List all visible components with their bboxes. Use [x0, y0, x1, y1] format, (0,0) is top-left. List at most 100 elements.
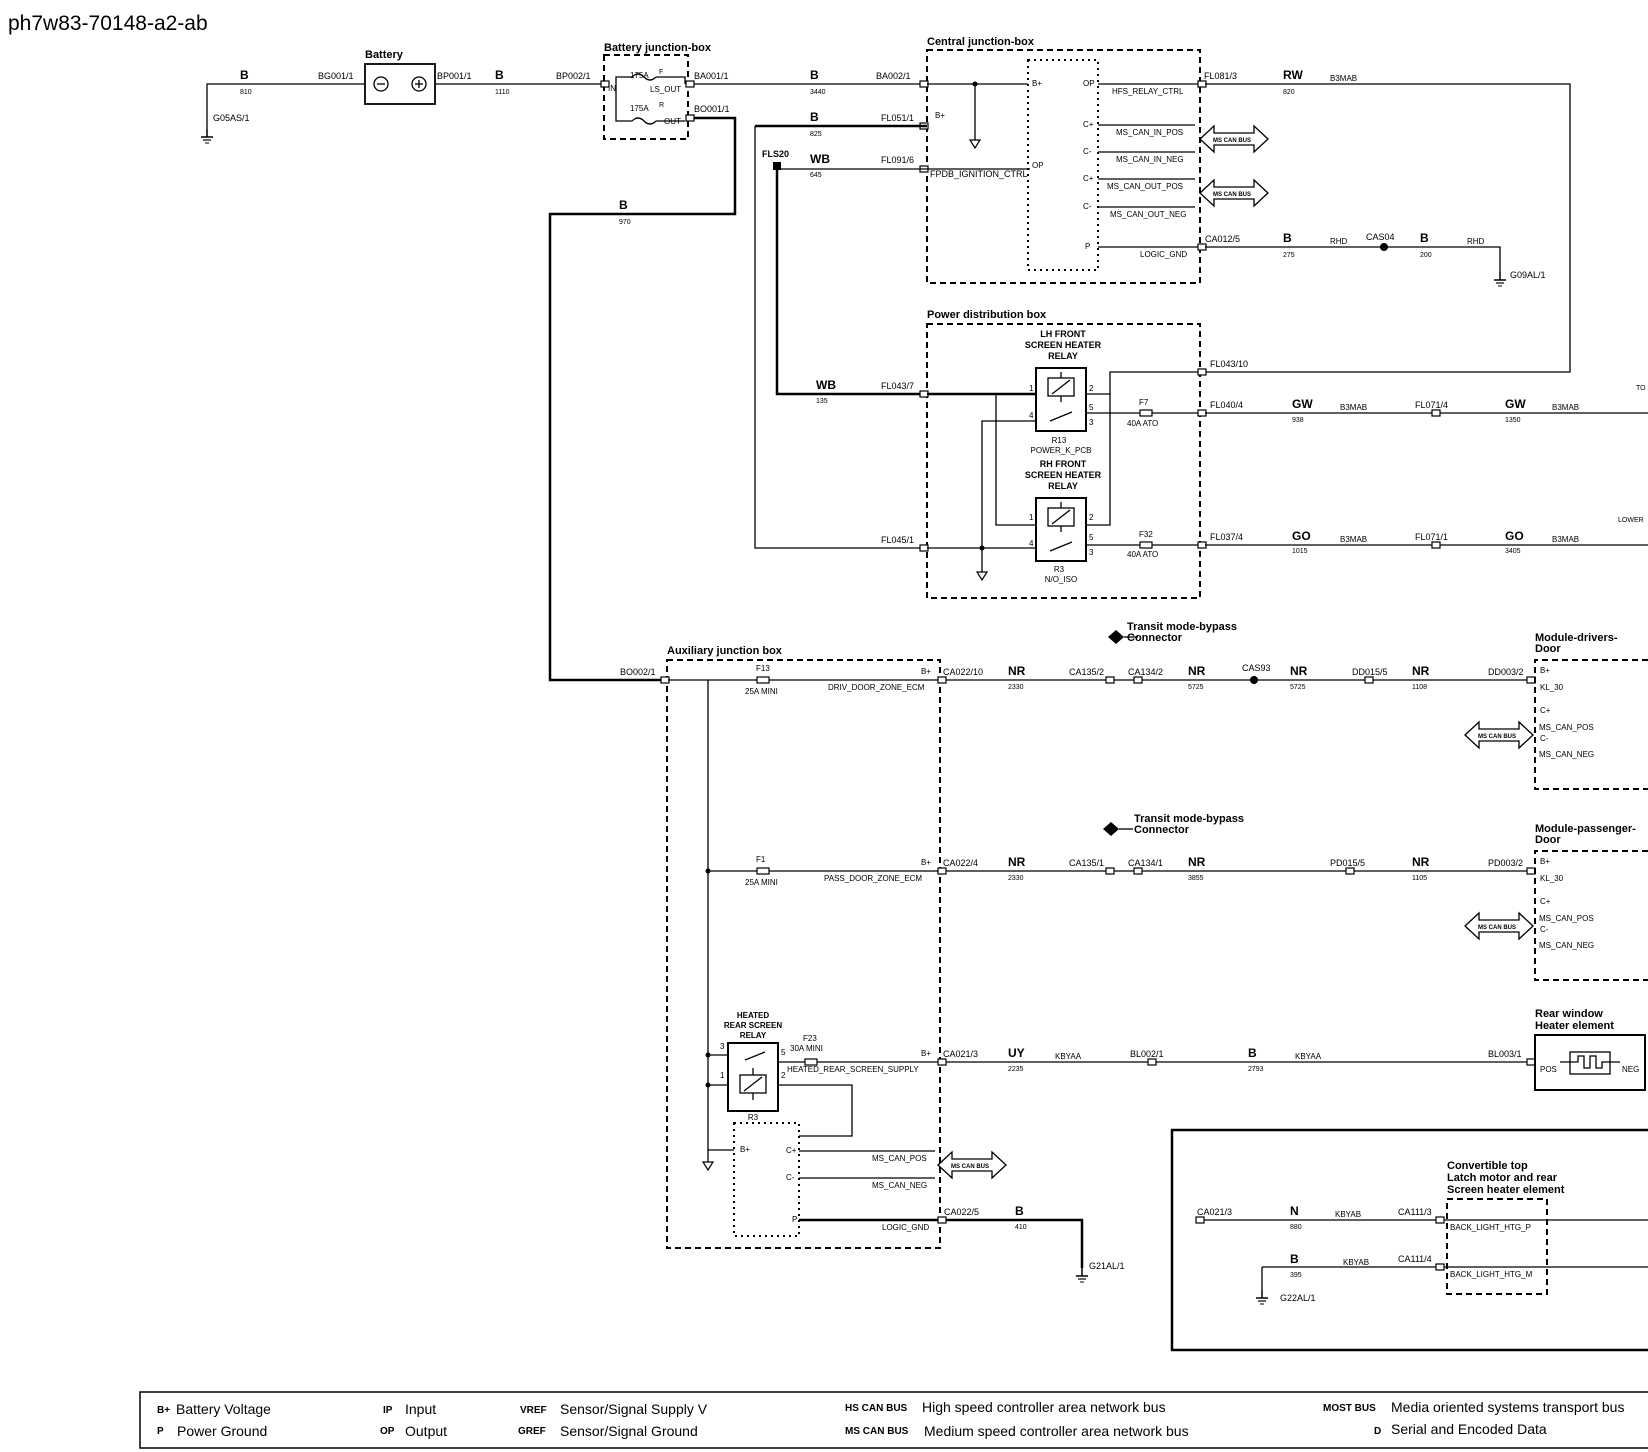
wire-color: NR — [1008, 664, 1026, 678]
svg-text:Connector: Connector — [1127, 632, 1183, 644]
battery-junction-box: Battery junction-box BP002/1 IN 175A F L… — [548, 42, 737, 682]
driver-door-module: Module-drivers- Door B+ KL_30 C+ MS_CAN_… — [1464, 632, 1648, 790]
svg-text:B3MAB: B3MAB — [1552, 403, 1579, 412]
svg-text:B+: B+ — [921, 667, 931, 676]
svg-text:B+: B+ — [1032, 79, 1042, 88]
wire-num: 2793 — [1248, 1066, 1264, 1073]
battery-neg-icon — [373, 76, 389, 92]
connector-label: FL071/1 — [1415, 532, 1448, 542]
svg-text:2: 2 — [781, 1071, 786, 1080]
svg-text:5: 5 — [1089, 403, 1094, 412]
svg-text:Output: Output — [405, 1423, 447, 1439]
wire-num: 135 — [816, 398, 828, 405]
svg-text:Sensor/Signal Supply V: Sensor/Signal Supply V — [560, 1401, 708, 1417]
connector-label: CA022/4 — [943, 858, 978, 868]
connector-label: FL081/3 — [1204, 71, 1237, 81]
connector-label: BA002/1 — [876, 71, 911, 81]
svg-text:4: 4 — [1029, 411, 1034, 420]
svg-text:KBYAB: KBYAB — [1335, 1210, 1361, 1219]
svg-text:LS_OUT: LS_OUT — [650, 85, 681, 94]
svg-text:KBYAA: KBYAA — [1295, 1052, 1322, 1061]
svg-text:KBYAA: KBYAA — [1055, 1052, 1082, 1061]
svg-text:LOGIC_GND: LOGIC_GND — [1140, 250, 1187, 259]
svg-text:B+: B+ — [935, 111, 945, 120]
wire-num: 3855 — [1188, 875, 1204, 882]
wire-num: 645 — [810, 172, 822, 179]
wire-num: 1110 — [495, 89, 510, 96]
wire-num: 2235 — [1008, 1066, 1024, 1073]
legend: B+ Battery Voltage P Power Ground IP Inp… — [139, 1391, 1648, 1449]
fuse-icon — [756, 867, 770, 875]
svg-text:RELAY: RELAY — [1048, 351, 1078, 361]
svg-text:REAR SCREEN: REAR SCREEN — [724, 1021, 782, 1030]
wire-num: 275 — [1283, 252, 1295, 259]
connector-label: BO001/1 — [694, 104, 730, 114]
svg-text:HS CAN BUS: HS CAN BUS — [845, 1403, 908, 1414]
svg-text:KL_30: KL_30 — [1540, 874, 1564, 883]
wire-num: 200 — [1420, 252, 1432, 259]
svg-text:Power Ground: Power Ground — [177, 1423, 267, 1439]
connector-label: BP001/1 — [437, 71, 472, 81]
wire-num: 395 — [1290, 1272, 1302, 1279]
wire-color: NR — [1188, 664, 1206, 678]
svg-text:C-: C- — [1083, 202, 1092, 211]
svg-text:C-: C- — [786, 1173, 795, 1182]
svg-text:MS CAN BUS: MS CAN BUS — [1478, 734, 1516, 740]
connector-label: CA135/2 — [1069, 667, 1104, 677]
connector-label: CA111/3 — [1398, 1207, 1432, 1217]
svg-text:2: 2 — [1089, 513, 1094, 522]
svg-text:Connector: Connector — [1134, 824, 1190, 836]
svg-text:N/O_ISO: N/O_ISO — [1045, 575, 1077, 584]
svg-text:Battery Voltage: Battery Voltage — [176, 1401, 271, 1417]
svg-text:MS_CAN_OUT_NEG: MS_CAN_OUT_NEG — [1110, 210, 1186, 219]
svg-text:C+: C+ — [1083, 174, 1094, 183]
splice-label: FLS20 — [762, 149, 789, 159]
wire-num: 970 — [619, 219, 631, 226]
svg-text:B3MAB: B3MAB — [1340, 535, 1367, 544]
svg-text:LOGIC_GND: LOGIC_GND — [882, 1223, 929, 1232]
svg-text:Medium speed controller area n: Medium speed controller area network bus — [924, 1423, 1189, 1439]
svg-text:B3MAB: B3MAB — [1552, 535, 1579, 544]
svg-text:MS CAN BUS: MS CAN BUS — [1478, 925, 1516, 931]
svg-text:GREF: GREF — [518, 1426, 546, 1437]
svg-text:OP: OP — [1032, 161, 1044, 170]
wire-color: B — [495, 68, 504, 82]
svg-text:C-: C- — [1083, 147, 1092, 156]
svg-text:BACK_LIGHT_HTG_M: BACK_LIGHT_HTG_M — [1450, 1270, 1533, 1279]
wire-color: UY — [1008, 1046, 1025, 1060]
svg-text:1: 1 — [1029, 384, 1034, 393]
svg-text:40A ATO: 40A ATO — [1127, 419, 1158, 428]
connector-label: CA021/3 — [943, 1049, 978, 1059]
connector-label: CA021/3 — [1197, 1207, 1232, 1217]
svg-text:POWER_K_PCB: POWER_K_PCB — [1031, 446, 1092, 455]
wire-num: 5725 — [1290, 684, 1306, 691]
fuse-rating: 175A — [630, 104, 649, 113]
svg-text:25A MINI: 25A MINI — [745, 687, 778, 696]
wire-color: GO — [1505, 529, 1524, 543]
cjb-title: Central junction-box — [927, 36, 1035, 48]
svg-text:25A MINI: 25A MINI — [745, 878, 778, 887]
svg-text:Rear window: Rear window — [1535, 1008, 1603, 1020]
battery-title: Battery — [365, 49, 404, 61]
splice-label: CAS04 — [1366, 232, 1395, 242]
svg-text:Screen heater element: Screen heater element — [1447, 1184, 1565, 1196]
svg-text:MS_CAN_NEG: MS_CAN_NEG — [1539, 750, 1594, 759]
svg-text:PASS_DOOR_ZONE_ECM: PASS_DOOR_ZONE_ECM — [824, 874, 922, 883]
svg-text:Transit mode-bypass: Transit mode-bypass — [1127, 621, 1237, 633]
svg-text:R3: R3 — [1054, 565, 1065, 574]
svg-text:OP: OP — [1083, 79, 1095, 88]
svg-text:LOWER: LOWER — [1618, 517, 1644, 524]
svg-text:HEATED_REAR_SCREEN_SUPPLY: HEATED_REAR_SCREEN_SUPPLY — [787, 1065, 919, 1074]
wire-color: WB — [810, 152, 830, 166]
svg-text:F32: F32 — [1139, 530, 1153, 539]
auxiliary-junction-box: Auxiliary junction box BO002/1 F13 25A M… — [620, 645, 1533, 1283]
svg-text:F7: F7 — [1139, 398, 1149, 407]
svg-text:F13: F13 — [756, 664, 770, 673]
connector-label: CA111/4 — [1398, 1254, 1432, 1264]
wire-num: 810 — [240, 89, 252, 96]
wire-num: 880 — [1290, 1224, 1302, 1231]
svg-text:MS_CAN_POS: MS_CAN_POS — [1539, 914, 1594, 923]
wire-color: B — [810, 68, 819, 82]
connector-label: BG001/1 — [318, 71, 354, 81]
wire-color: B — [810, 110, 819, 124]
